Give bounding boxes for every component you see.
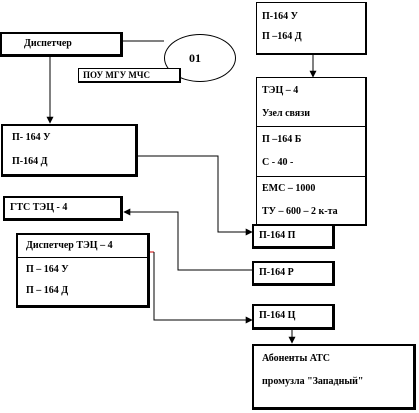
- p164-top-line-1: П-164 У: [262, 11, 298, 22]
- p164-left-line-1: П- 164 У: [12, 132, 51, 143]
- p164-r-box: [252, 261, 335, 286]
- p164-p-label: П-164 П: [259, 230, 296, 241]
- pou-label-box: [78, 68, 181, 83]
- p164-left-line-2: П-164 Д: [12, 156, 48, 167]
- dispatcher-tec-line-1: П – 164 У: [26, 264, 69, 275]
- wire-p164-r-to-gts: [123, 208, 252, 271]
- wire-dispatcher-tec-to-p164-c: [153, 252, 253, 324]
- wire-p164-left-to-p164-p: [137, 155, 253, 236]
- tec4-row2-line-2: С - 40 -: [262, 157, 294, 168]
- subscribers-box: [252, 344, 416, 410]
- p164-p-box: [252, 224, 335, 249]
- p164-r-label: П-164 Р: [259, 267, 294, 278]
- tec4-divider-1: [257, 126, 365, 127]
- subscribers-line-1: Абоненты АТС: [262, 353, 330, 364]
- tec4-title: ТЭЦ – 4: [262, 85, 299, 96]
- tec4-subtitle: Узел связи: [262, 108, 310, 119]
- gts-box: [3, 196, 123, 221]
- p164-left-box: [1, 124, 138, 177]
- dispatcher-label: Диспетчер: [24, 38, 72, 49]
- dispatcher-box: [0, 32, 123, 57]
- tec4-row2-line-1: П –164 Б: [262, 134, 302, 145]
- tec4-divider-2: [257, 176, 365, 177]
- tec4-block: [256, 77, 367, 226]
- p164-c-box: [252, 304, 335, 330]
- pou-number: 01: [189, 51, 201, 65]
- subscribers-line-2: промузла "Западный": [262, 376, 364, 387]
- gts-label: ГТС ТЭЦ - 4: [10, 202, 68, 213]
- p164-top-box: [256, 2, 367, 55]
- p164-c-label: П-164 Ц: [259, 310, 296, 321]
- tec4-row3-line-1: ЕМС – 1000: [262, 183, 316, 194]
- dispatcher-tec-title: Диспетчер ТЭЦ – 4: [26, 240, 113, 251]
- tec4-row3-line-2: ТУ – 600 – 2 к-та: [262, 206, 338, 217]
- pou-label: ПОУ МГУ МЧС: [83, 70, 151, 80]
- dispatcher-tec-divider: [18, 257, 147, 258]
- p164-top-line-2: П –164 Д: [262, 31, 302, 42]
- dispatcher-tec-box: [16, 233, 150, 308]
- dispatcher-tec-line-2: П – 164 Д: [26, 285, 69, 296]
